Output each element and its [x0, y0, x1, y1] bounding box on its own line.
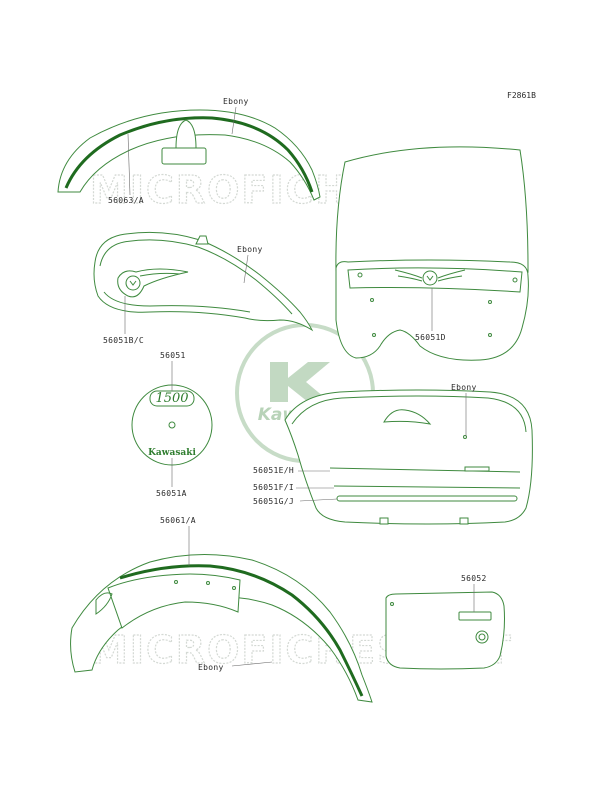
rear-fender [70, 553, 373, 703]
fuel-tank-color-label: Ebony [237, 245, 263, 254]
front-fender-color-label: Ebony [223, 97, 249, 106]
front-fender [57, 109, 321, 201]
emblem-bottom-part-label: 56051A [156, 489, 187, 498]
side-cover-part-label: 56052 [461, 574, 487, 583]
fuel-tank [93, 231, 314, 332]
fuel-tank-part-label: 56051B/C [103, 336, 144, 345]
emblem-badge-text: 1500 [155, 391, 188, 406]
emblem-brand-text: Kawasaki [148, 448, 196, 458]
figure-code: F2861B [507, 91, 536, 100]
round-emblem: 1500 Kawasaki [131, 384, 213, 466]
saddlebag-stripe-2-label: 56051F/I [253, 483, 294, 492]
side-cover [385, 591, 505, 670]
front-fender-part-label: 56063/A [108, 196, 144, 205]
rear-fender-part-label: 56061/A [160, 516, 196, 525]
windshield-part-label: 56051D [415, 333, 446, 342]
saddlebag-stripe-3-label: 56051G/J [253, 497, 294, 506]
saddlebag-color-label: Ebony [451, 383, 477, 392]
saddlebag [284, 389, 533, 525]
emblem-top-part-label: 56051 [160, 351, 186, 360]
windshield [335, 146, 529, 361]
saddlebag-stripe-1-label: 56051E/H [253, 466, 294, 475]
rear-fender-color-label: Ebony [198, 663, 224, 672]
